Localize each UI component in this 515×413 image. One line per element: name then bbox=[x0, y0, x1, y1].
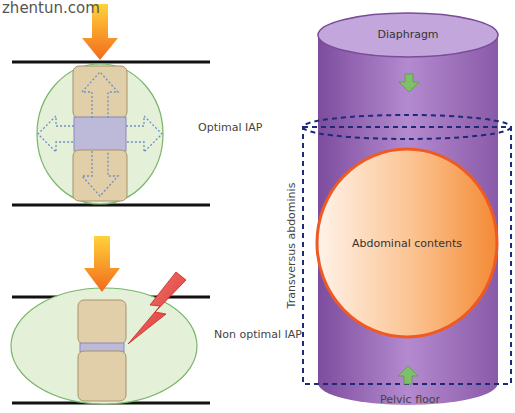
abdominal-contents-circle: Abdominal contents bbox=[348, 235, 466, 252]
part-label: Pelvic floor bbox=[380, 393, 440, 406]
cylinder-figure bbox=[303, 13, 511, 405]
watermark: zhentun.com bbox=[2, 0, 100, 17]
diaphragm-ellipse: Diaphragm bbox=[373, 26, 442, 43]
figure-label: Optimal IAP bbox=[198, 121, 262, 134]
optimal-figure bbox=[12, 4, 210, 205]
figure-label: Non optimal IAP bbox=[214, 328, 302, 341]
non-optimal-figure bbox=[11, 236, 210, 404]
muscle-label: Transversus abdominis bbox=[285, 182, 298, 308]
node-text: Diaphragm bbox=[377, 28, 438, 41]
node-text: Abdominal contents bbox=[352, 237, 462, 250]
